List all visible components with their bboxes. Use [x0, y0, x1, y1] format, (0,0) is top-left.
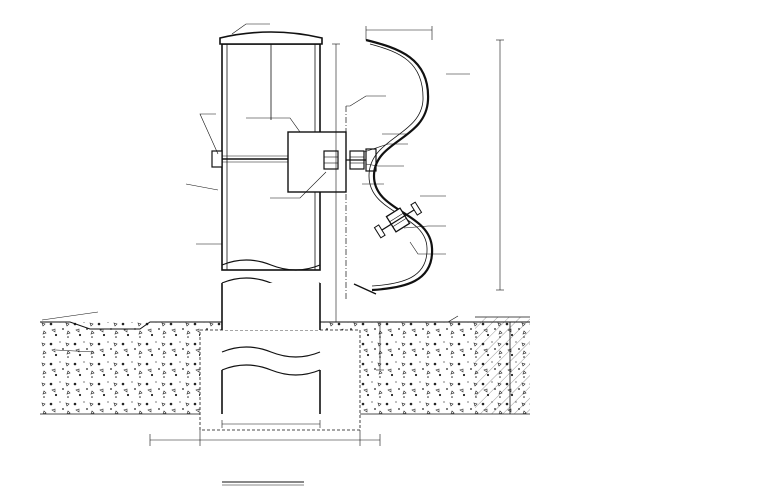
ground-section	[40, 316, 530, 431]
dimension-lines	[149, 26, 504, 446]
drawing-title	[222, 481, 304, 486]
bracket-block	[287, 106, 377, 300]
w-beam-rail	[353, 38, 434, 295]
leader-lines	[41, 23, 470, 353]
